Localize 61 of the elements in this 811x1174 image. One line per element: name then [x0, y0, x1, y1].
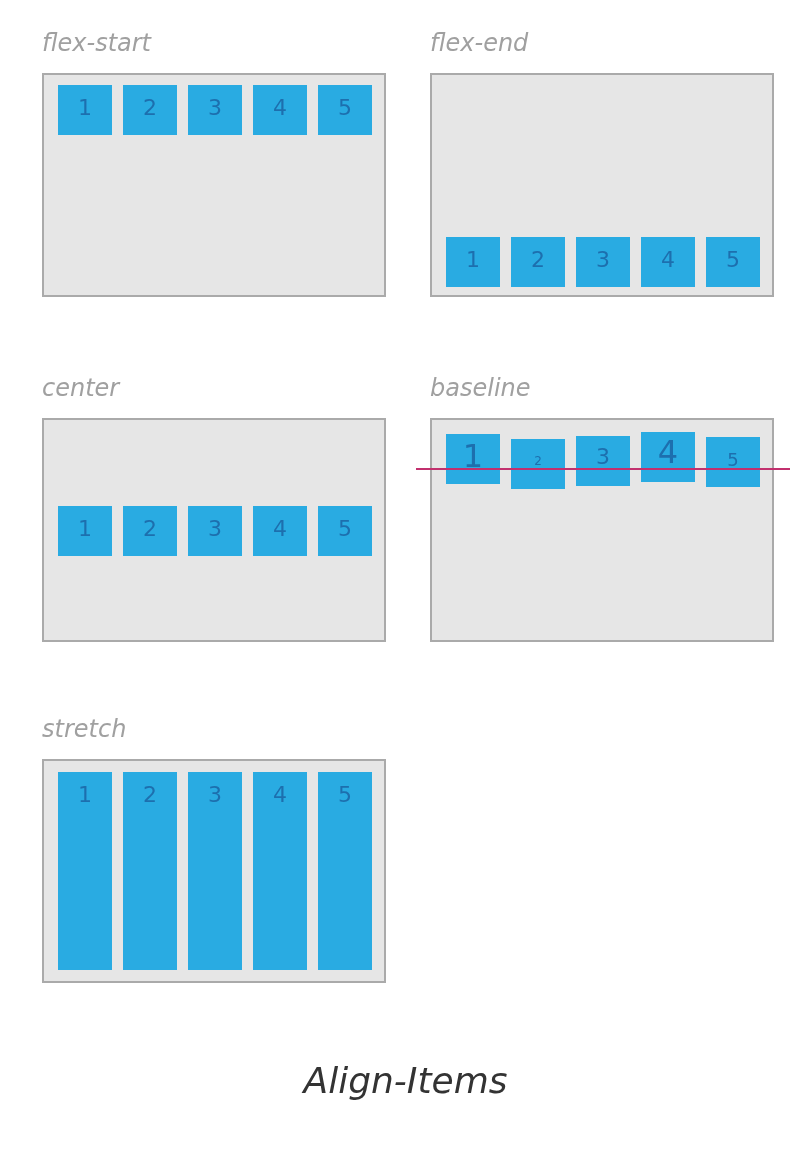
item-number: 5 — [337, 97, 353, 119]
item-number: 1 — [77, 518, 93, 540]
flex-item — [511, 237, 565, 287]
item-number: 5 — [337, 784, 353, 806]
container-box — [42, 759, 386, 983]
flex-item — [318, 85, 372, 135]
item-number: 2 — [142, 518, 158, 540]
flex-item — [318, 506, 372, 556]
flex-item — [253, 85, 307, 135]
container-heading: baseline — [430, 374, 531, 402]
flex-item — [58, 85, 112, 135]
item-number: 2 — [530, 249, 546, 271]
item-number: 5 — [725, 249, 741, 271]
flex-item — [123, 506, 177, 556]
flex-item — [123, 772, 177, 970]
item-number: 4 — [272, 784, 288, 806]
container-heading: flex-end — [430, 29, 529, 57]
flex-item — [253, 506, 307, 556]
flex-item — [576, 436, 630, 486]
item-number: 4 — [656, 436, 680, 468]
container-box — [42, 73, 386, 297]
item-number: 4 — [660, 249, 676, 271]
item-number: 3 — [207, 518, 223, 540]
flex-item — [58, 772, 112, 970]
item-number: 5 — [337, 518, 353, 540]
item-number: 1 — [465, 249, 481, 271]
item-number: 5 — [726, 451, 740, 469]
flex-item — [123, 85, 177, 135]
flex-item — [318, 772, 372, 970]
container-heading: stretch — [42, 715, 127, 743]
flex-item — [188, 85, 242, 135]
item-number: 2 — [142, 784, 158, 806]
item-number: 3 — [595, 446, 611, 468]
container-box — [430, 418, 774, 642]
item-number: 4 — [272, 97, 288, 119]
item-number: 1 — [461, 440, 485, 472]
container-heading: center — [42, 374, 120, 402]
flex-item — [576, 237, 630, 287]
flex-item — [706, 437, 760, 487]
item-number: 2 — [533, 455, 543, 467]
container-box — [42, 418, 386, 642]
item-number: 1 — [77, 97, 93, 119]
item-number: 3 — [595, 249, 611, 271]
flex-item — [641, 432, 695, 482]
item-number: 3 — [207, 97, 223, 119]
item-number: 4 — [272, 518, 288, 540]
flex-item — [188, 506, 242, 556]
item-number: 2 — [142, 97, 158, 119]
caption: Align-Items — [301, 1060, 509, 1101]
flex-item — [641, 237, 695, 287]
flex-item — [511, 439, 565, 489]
container-box — [430, 73, 774, 297]
container-heading: flex-start — [42, 29, 152, 57]
flex-item — [188, 772, 242, 970]
item-number: 3 — [207, 784, 223, 806]
item-number: 1 — [77, 784, 93, 806]
flex-item — [706, 237, 760, 287]
flex-item — [446, 434, 500, 484]
flex-item — [446, 237, 500, 287]
flex-item — [253, 772, 307, 970]
flex-item — [58, 506, 112, 556]
